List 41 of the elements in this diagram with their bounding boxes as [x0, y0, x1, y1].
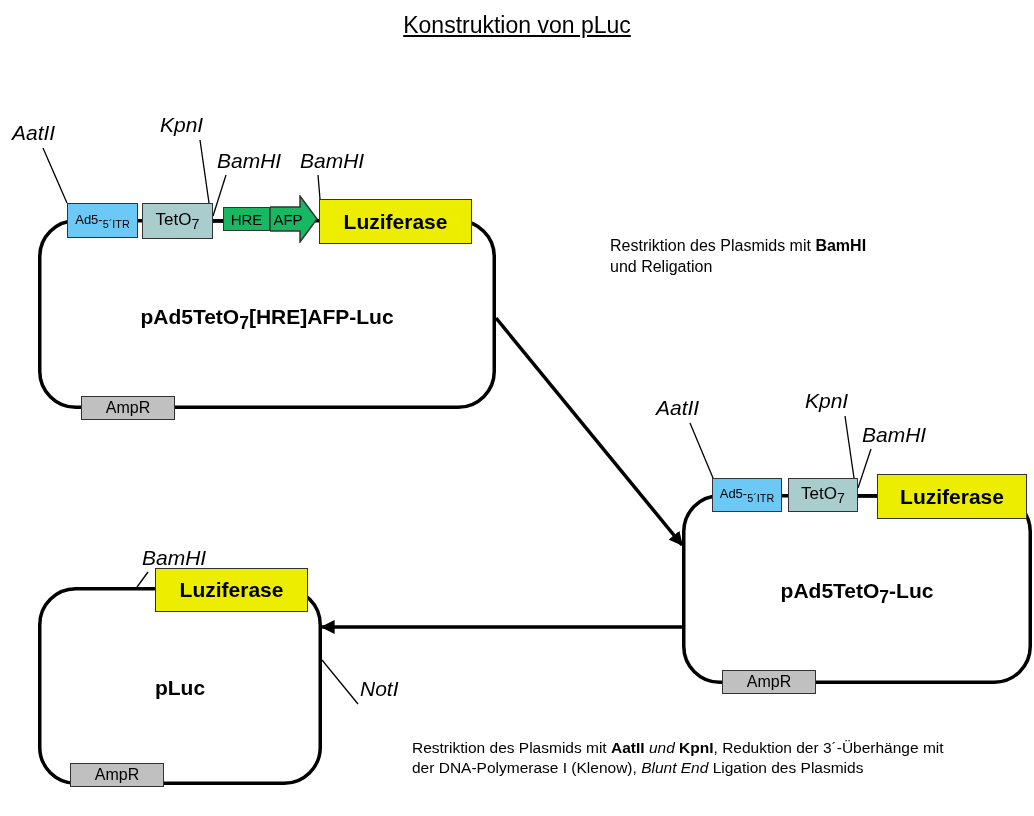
coding-element — [270, 195, 318, 243]
operator-element — [788, 478, 858, 512]
hre-element — [223, 207, 270, 231]
itr-element — [67, 203, 138, 238]
resistance-gene — [70, 763, 164, 787]
element-label: TetO$_{7}$ — [801, 483, 845, 507]
enzyme-name: BamHI — [862, 423, 927, 447]
element-label: Luziferase — [179, 578, 284, 602]
element-label: AFP — [273, 210, 303, 228]
resistance-gene — [81, 396, 175, 420]
enzyme-name: AatII — [656, 396, 700, 420]
enzyme-name: BamHI — [217, 149, 282, 173]
plasmid-name: pLuc — [154, 675, 206, 700]
element-label: Luziferase — [343, 209, 448, 234]
step-description: Restriktion des Plasmids mit AatII und KpnI, Reduktion der 3´-Überhänge mit der DNA-Polymerase I (Klenow), Blunt End Ligation des Plasmids — [412, 738, 945, 779]
enzyme-name: BamHI — [142, 546, 207, 570]
resistance-gene — [722, 670, 816, 694]
step-description: Restriktion des Plasmids mit BamHI und Religation — [610, 236, 868, 277]
element-label: TetO$_{7}$ — [155, 209, 200, 233]
enzyme-name: AatII — [12, 121, 56, 145]
element-label: Ad5-$_{5´ITR}$ — [719, 486, 775, 504]
element-label: AmpR — [94, 766, 140, 784]
enzyme-name: NotI — [360, 677, 399, 701]
operator-element — [142, 203, 213, 239]
gene-element — [155, 568, 308, 612]
gene-element — [877, 474, 1027, 519]
plasmid-name: pAd5TetO$_{7}$-Luc — [780, 579, 934, 609]
enzyme-name: KpnI — [160, 113, 204, 137]
enzyme-name: BamHI — [300, 149, 365, 173]
arrow — [494, 316, 684, 547]
element-label: Ad5-$_{5´ITR}$ — [75, 211, 130, 230]
element-label: HRE — [230, 210, 263, 228]
title: Konstruktion von pLuc — [402, 12, 632, 39]
element-label: AmpR — [105, 399, 151, 417]
element-label: AmpR — [746, 673, 792, 691]
arrow — [320, 620, 682, 634]
gene-element — [319, 199, 472, 244]
enzyme-name: KpnI — [805, 389, 849, 413]
itr-element — [712, 478, 782, 512]
plasmid-name: pAd5TetO$_{7}$[HRE]AFP-Luc — [140, 305, 394, 335]
element-label: Luziferase — [900, 484, 1004, 509]
